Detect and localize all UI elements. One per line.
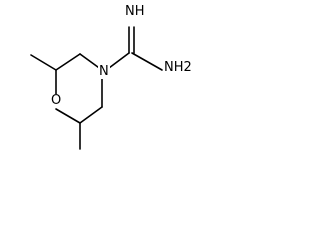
imine-nh-label: NH bbox=[124, 4, 146, 19]
amine-nh2-label: NH2 bbox=[163, 60, 193, 75]
bond-amidine-single bbox=[131, 52, 163, 71]
bond-n-amidine-carbon bbox=[108, 52, 130, 69]
ring-oxygen-label: O bbox=[50, 93, 63, 108]
bond-layer bbox=[30, 26, 163, 150]
ring-nitrogen-label: N bbox=[98, 64, 110, 79]
bond-methyl-c2 bbox=[30, 54, 57, 71]
bond-ring-o-c6 bbox=[55, 108, 81, 124]
bond-ring-c3-c2 bbox=[55, 53, 81, 71]
molecule-canvas: NH NH2 N O bbox=[0, 0, 200, 172]
bond-ring-c6-c5 bbox=[79, 106, 103, 124]
